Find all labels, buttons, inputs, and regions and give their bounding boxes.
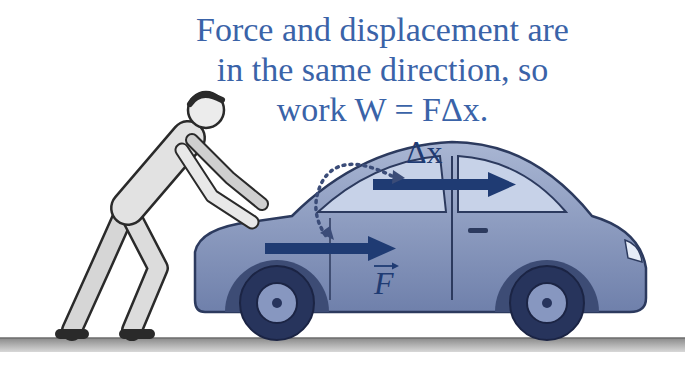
ground-line	[0, 337, 685, 339]
dotted-pointer	[316, 164, 405, 240]
annotation-text: Force and displacement are in the same d…	[190, 10, 575, 130]
car	[195, 142, 646, 340]
force-label: F	[374, 266, 394, 300]
ground	[0, 338, 685, 352]
displacement-label: Δx	[406, 134, 443, 170]
person	[60, 92, 262, 334]
force-arrow	[265, 236, 396, 261]
